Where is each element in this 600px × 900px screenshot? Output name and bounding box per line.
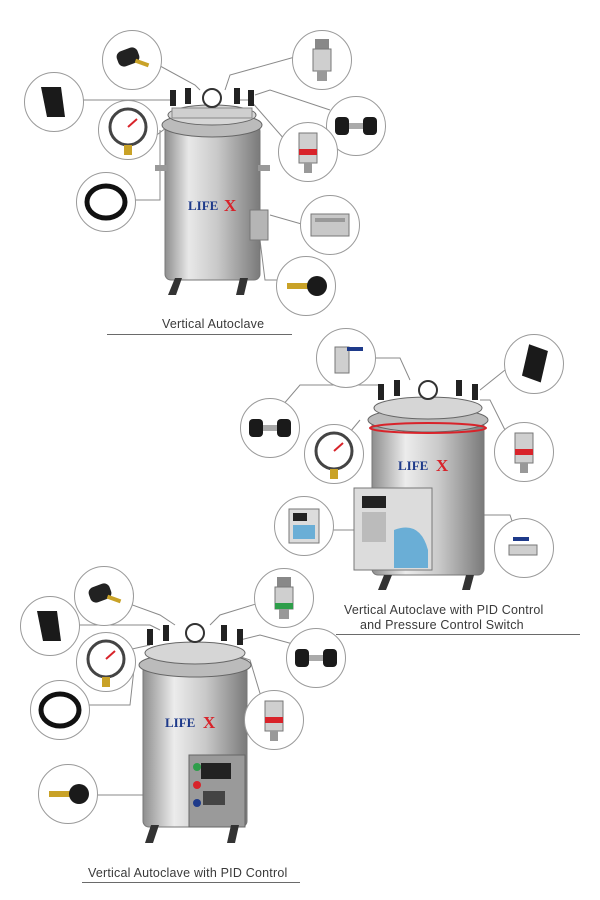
release-valve-icon bbox=[514, 432, 534, 473]
pressure-gauge-bubble bbox=[98, 100, 158, 160]
release-valve-icon bbox=[298, 132, 318, 173]
knob-icon bbox=[88, 583, 122, 604]
knob-handle-bubble bbox=[102, 30, 162, 90]
lid-clamp-icon bbox=[335, 117, 377, 135]
lid-clamp-bubble bbox=[286, 628, 346, 688]
release-valve-bubble bbox=[278, 122, 338, 182]
pressure-gauge-icon bbox=[86, 639, 126, 687]
product-caption: Vertical Autoclave with PID Control bbox=[88, 866, 288, 880]
ball-valve-icon bbox=[508, 537, 538, 556]
lid-clamp-icon bbox=[295, 649, 337, 667]
brand-logo: LIFE bbox=[188, 198, 218, 213]
product-caption-line1: Vertical Autoclave with PID Control bbox=[344, 603, 544, 617]
ball-valve-bubble bbox=[494, 518, 554, 578]
wing-nut-bubble bbox=[504, 334, 564, 394]
knob-handle-bubble bbox=[74, 566, 134, 626]
caption-underline bbox=[82, 882, 300, 883]
product-caption: Vertical Autoclave bbox=[162, 317, 265, 331]
heater-bubble bbox=[300, 195, 360, 255]
knob-icon bbox=[116, 47, 150, 68]
gasket-icon bbox=[84, 183, 128, 221]
drain-valve-icon bbox=[49, 784, 89, 804]
lid-clamp-icon bbox=[249, 419, 291, 437]
safety-valve-bubble bbox=[292, 30, 352, 90]
svg-text:X: X bbox=[224, 196, 237, 215]
wing-nut-icon bbox=[37, 611, 61, 641]
heater-icon bbox=[310, 213, 350, 237]
safety-valve-bubble bbox=[254, 568, 314, 628]
autoclave-image: LIFE X bbox=[353, 380, 489, 590]
pressure-gauge-icon bbox=[314, 431, 354, 479]
safety-valve-icon bbox=[312, 39, 332, 81]
lid-clamp-bubble bbox=[240, 398, 300, 458]
drain-valve-bubble bbox=[38, 764, 98, 824]
release-valve-bubble bbox=[244, 690, 304, 750]
pressure-gauge-icon bbox=[108, 107, 148, 155]
caption-underline bbox=[107, 334, 292, 335]
gasket-icon bbox=[38, 691, 82, 729]
pressure-gauge-bubble bbox=[76, 632, 136, 692]
safety-valve-icon bbox=[274, 577, 294, 619]
lid-clamp-bubble bbox=[326, 96, 386, 156]
product-caption-line2: and Pressure Control Switch bbox=[360, 618, 524, 632]
svg-text:X: X bbox=[203, 713, 216, 732]
wing-nut-icon bbox=[41, 87, 65, 117]
brand-logo: LIFE bbox=[165, 715, 195, 730]
autoclave-image: LIFE X bbox=[155, 88, 270, 295]
pressure-gauge-bubble bbox=[304, 424, 364, 484]
autoclave-image: LIFE X bbox=[138, 623, 252, 843]
drain-valve-icon bbox=[287, 276, 327, 296]
caption-underline bbox=[336, 634, 580, 635]
gasket-bubble bbox=[30, 680, 90, 740]
wing-nut-icon bbox=[521, 344, 548, 383]
steam-valve-icon bbox=[334, 346, 363, 374]
wing-nut-bubble bbox=[24, 72, 84, 132]
steam-valve-bubble bbox=[316, 328, 376, 388]
svg-text:X: X bbox=[436, 456, 449, 475]
brand-logo: LIFE bbox=[398, 458, 428, 473]
release-valve-bubble bbox=[494, 422, 554, 482]
wing-nut-bubble bbox=[20, 596, 80, 656]
control-panel-bubble bbox=[274, 496, 334, 556]
gasket-bubble bbox=[76, 172, 136, 232]
release-valve-icon bbox=[264, 700, 284, 741]
control-panel-icon bbox=[288, 508, 320, 544]
drain-valve-bubble bbox=[276, 256, 336, 316]
